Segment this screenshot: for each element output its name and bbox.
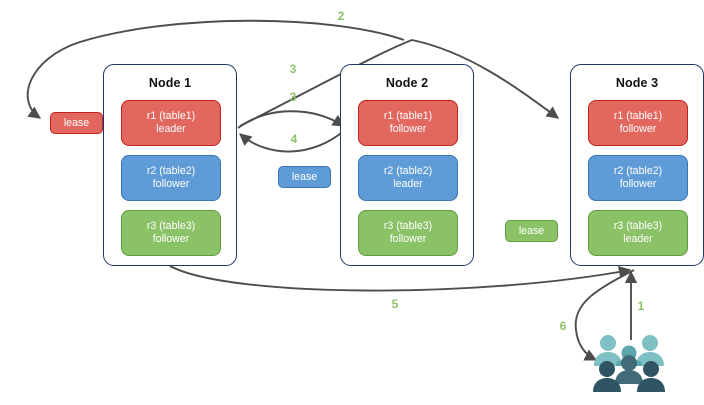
- replica-n1r3[interactable]: r3 (table3) follower: [121, 210, 221, 256]
- users-icon-front-row: [593, 361, 665, 392]
- users-icon: [593, 335, 665, 392]
- replica-n2r2-role: leader: [393, 178, 423, 190]
- replica-n1r2-name: r2 (table2): [146, 165, 196, 177]
- node-title-node1: Node 1: [148, 76, 192, 90]
- replica-n3r2-role: follower: [619, 178, 657, 190]
- replica-n2r3[interactable]: r3 (table3) follower: [358, 210, 458, 256]
- replica-n3r2[interactable]: r2 (table2) follower: [588, 155, 688, 201]
- replica-n1r2[interactable]: r2 (table2) follower: [121, 155, 221, 201]
- users-icon-front-center-figure: [615, 355, 643, 384]
- node-title-node3: Node 3: [615, 76, 659, 90]
- lease-badge-red[interactable]: lease: [50, 112, 103, 134]
- replica-n3r1[interactable]: r1 (table1) follower: [588, 100, 688, 146]
- replica-n2r3-name: r3 (table3): [383, 220, 433, 232]
- replica-n3r3[interactable]: r3 (table3) leader: [588, 210, 688, 256]
- edge-label-6: 6: [559, 319, 567, 333]
- lease-badge-blue[interactable]: lease: [278, 166, 331, 188]
- edge-label-3a: 3: [289, 62, 297, 76]
- node-title-node2: Node 2: [385, 76, 429, 90]
- replica-n3r3-role: leader: [623, 233, 653, 245]
- replica-n3r3-name: r3 (table3): [613, 220, 663, 232]
- replica-n2r1-name: r1 (table1): [383, 110, 433, 122]
- replica-n2r2[interactable]: r2 (table2) leader: [358, 155, 458, 201]
- users-icon-back-row: [594, 335, 664, 366]
- replica-n2r3-role: follower: [389, 233, 427, 245]
- replica-n3r2-name: r2 (table2): [613, 165, 663, 177]
- replica-n1r2-role: follower: [152, 178, 190, 190]
- lease-badge-green[interactable]: lease: [505, 220, 558, 242]
- replica-n3r1-role: follower: [619, 123, 657, 135]
- replica-n1r1-role: leader: [156, 123, 186, 135]
- edge-label-4: 4: [290, 132, 298, 146]
- replica-n1r3-role: follower: [152, 233, 190, 245]
- edge-path-5: [169, 265, 632, 292]
- replica-n3r1-name: r1 (table1): [613, 110, 663, 122]
- replica-n1r1-name: r1 (table1): [146, 110, 196, 122]
- edge-label-3b: 3: [289, 90, 297, 104]
- edge-path-3-lens: [237, 110, 346, 129]
- edge-label-2: 2: [337, 9, 345, 23]
- replica-n1r3-name: r3 (table3): [146, 220, 196, 232]
- replica-n1r1[interactable]: r1 (table1) leader: [121, 100, 221, 146]
- node-container-node1[interactable]: Node 1 r1 (table1) leader r2 (table2) fo…: [103, 64, 237, 266]
- node-container-node2[interactable]: Node 2 r1 (table1) follower r2 (table2) …: [340, 64, 474, 266]
- replica-n2r1[interactable]: r1 (table1) follower: [358, 100, 458, 146]
- edge-label-1: 1: [637, 299, 645, 313]
- node-container-node3[interactable]: Node 3 r1 (table1) follower r2 (table2) …: [570, 64, 704, 266]
- replica-n2r1-role: follower: [389, 123, 427, 135]
- edge-label-5: 5: [391, 297, 399, 311]
- replica-n2r2-name: r2 (table2): [383, 165, 433, 177]
